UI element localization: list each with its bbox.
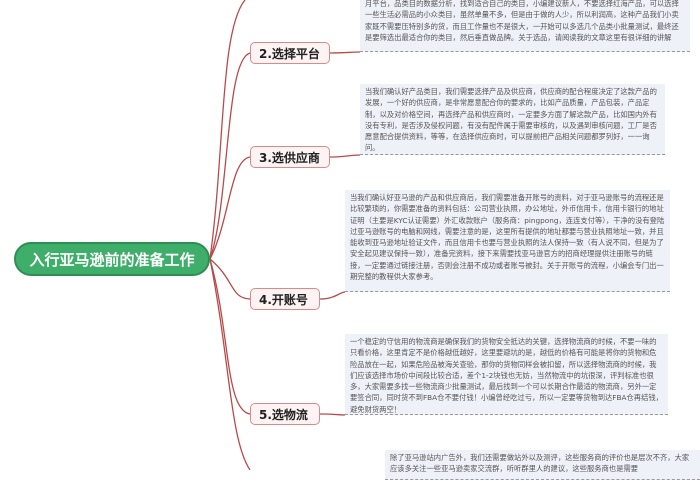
root-node[interactable]: 入行亚马逊前的准备工作 <box>14 242 210 276</box>
node-open-account[interactable]: 4.开账号 <box>250 288 320 310</box>
note-open-account: 当我们确认好亚马逊的产品和供应商后，我们需要准备开账号的资料，对于亚马逊账号的流… <box>345 190 670 292</box>
connector-lines <box>209 0 361 470</box>
node-select-platform[interactable]: 2.选择平台 <box>250 42 330 64</box>
node-logistics[interactable]: 5.选物流 <box>250 403 320 425</box>
note-select-platform: 月平台，品类目的数据分析，找到适合自己的类目，小编建议新人，不要选择红海产品，可… <box>360 0 690 52</box>
note-select-supplier: 当我们确认好产品类目，我们需要选择产品及供应商，供应商的配合程度决定了这款产品的… <box>360 84 665 155</box>
note-logistics: 一个稳定的守信用的物流商是确保我们的货物安全抵达的关键，选择物流商的时候，不要一… <box>345 334 668 415</box>
note-promotion: 除了亚马逊站内广告外，我们还需要做站外以及测评，这些服务商的评价也是层次不齐，大… <box>385 450 700 480</box>
node-select-supplier[interactable]: 3.选供应商 <box>250 146 330 168</box>
